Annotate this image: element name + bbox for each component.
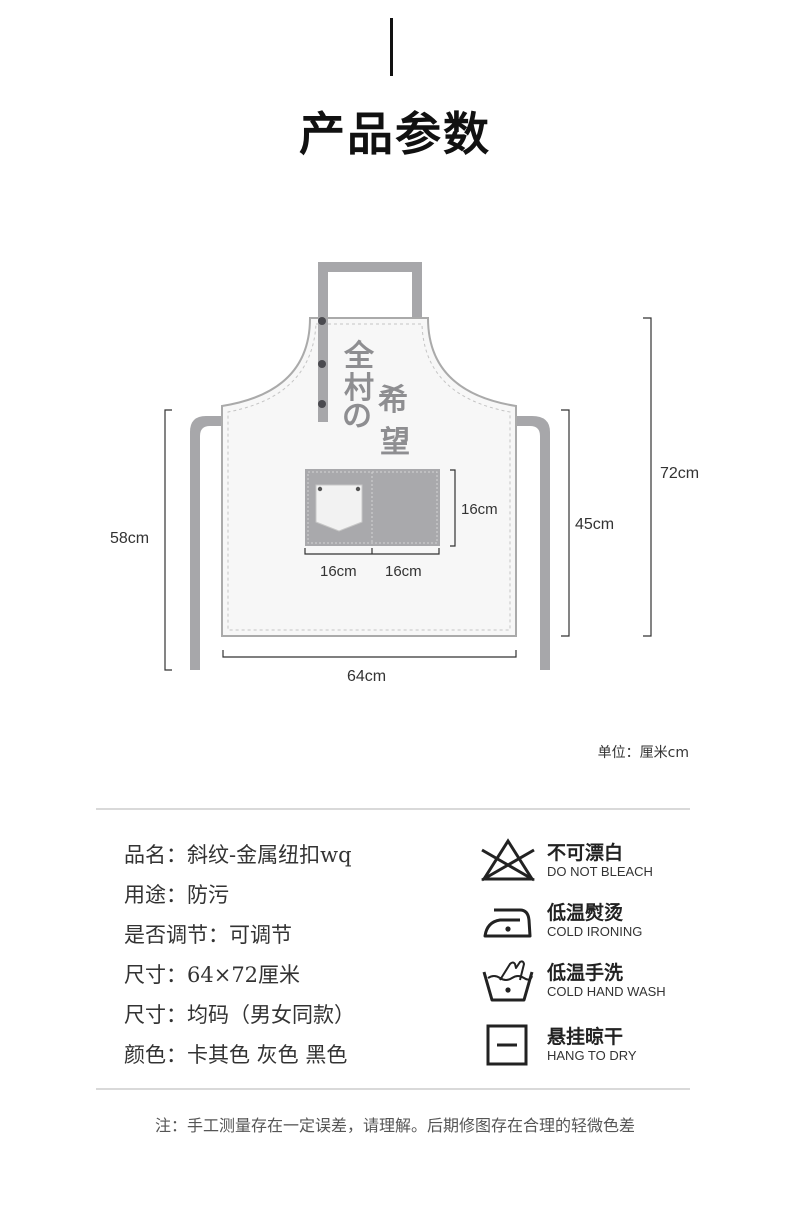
spec-list: 品名：斜纹-金属纽扣wq 用途：防污 是否调节：可调节 尺寸：64×72厘米 尺… <box>124 838 355 1078</box>
dim-pocket-height: 16cm <box>461 501 498 518</box>
care-label-cn: 低温手洗 <box>547 962 624 984</box>
dim-width: 64cm <box>347 668 387 685</box>
dim-pocket-left-width: 16cm <box>320 563 357 580</box>
apron-print-char: の <box>342 399 372 434</box>
page-title: 产品参数 <box>299 107 491 161</box>
hang-dry-icon <box>486 1024 528 1066</box>
no-bleach-icon <box>481 838 535 882</box>
dim-side-height: 45cm <box>575 516 615 533</box>
pocket-rivet <box>317 486 323 492</box>
dim-line-side-height <box>561 409 570 637</box>
care-label-en: HANG TO DRY <box>547 1048 637 1063</box>
dim-body-height: 58cm <box>110 530 150 547</box>
neck-strap <box>318 262 422 324</box>
care-item: 低温熨烫 COLD IRONING <box>480 896 700 956</box>
apron-print-char: 希 <box>378 383 408 418</box>
spec-fit: 尺寸：均码（男女同款） <box>124 1003 355 1027</box>
left-waist-tie <box>190 416 226 670</box>
button <box>318 317 326 325</box>
care-label-en: DO NOT BLEACH <box>547 864 653 879</box>
hand-wash-icon <box>482 960 534 1002</box>
care-item: 悬挂晾干 HANG TO DRY <box>480 1020 700 1080</box>
apron-print-char: 望 <box>380 425 410 460</box>
care-label-en: COLD IRONING <box>547 924 643 939</box>
dim-total-height: 72cm <box>660 465 700 482</box>
spec-adjustable: 是否调节：可调节 <box>124 923 292 947</box>
dim-line-body-height <box>164 409 172 671</box>
button-strip <box>318 318 328 422</box>
divider-bottom <box>96 1088 690 1090</box>
dim-line-total-height <box>643 317 652 637</box>
footnote: 注：手工测量存在一定误差，请理解。后期修图存在合理的轻微色差 <box>154 1116 635 1135</box>
care-item: 低温手洗 COLD HAND WASH <box>480 956 700 1020</box>
spec-usage: 用途：防污 <box>124 883 229 907</box>
care-label-cn: 不可漂白 <box>547 842 624 864</box>
dim-line-pocket-widths <box>304 548 440 555</box>
apron-diagram: 全 村 の 希 望 <box>164 262 652 671</box>
dim-line-width <box>222 650 517 658</box>
care-label-cn: 低温熨烫 <box>547 902 624 924</box>
spec-colors: 颜色：卡其色 灰色 黑色 <box>124 1043 348 1067</box>
care-instructions: 不可漂白 DO NOT BLEACH 低温熨烫 COLD IRONING 低温手… <box>480 836 700 1080</box>
care-label-cn: 悬挂晾干 <box>547 1026 624 1048</box>
small-patch-pocket <box>315 484 363 532</box>
dim-pocket-right-width: 16cm <box>385 563 422 580</box>
apron-print-char: 全 <box>343 339 375 374</box>
pocket-rivet <box>355 486 361 492</box>
iron-icon <box>483 908 532 938</box>
divider-top <box>96 808 690 810</box>
care-label-en: COLD HAND WASH <box>547 984 666 999</box>
spec-size: 尺寸：64×72厘米 <box>124 963 301 987</box>
pocket-stitching <box>307 471 438 544</box>
spec-name: 品名：斜纹-金属纽扣wq <box>124 843 352 867</box>
button <box>318 360 326 368</box>
apron-print-char: 村 <box>344 371 374 406</box>
title-divider-bar <box>390 18 393 76</box>
care-item: 不可漂白 DO NOT BLEACH <box>480 836 700 896</box>
button <box>318 400 326 408</box>
unit-note: 单位：厘米cm <box>597 745 689 761</box>
dim-line-pocket-height <box>450 469 456 547</box>
right-waist-tie <box>512 416 550 670</box>
